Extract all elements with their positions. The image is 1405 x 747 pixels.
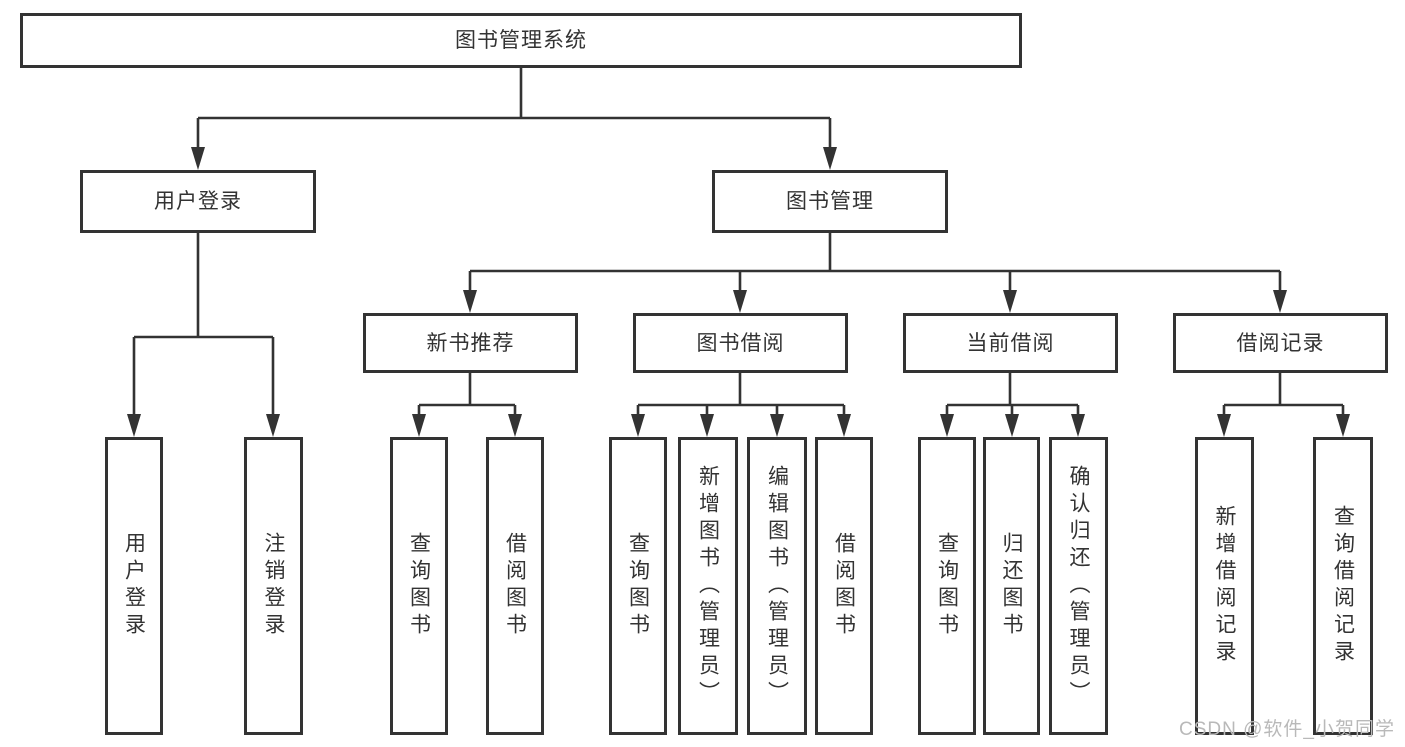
leaf-query-borrow-record: 查询借阅记录 [1313, 437, 1373, 735]
node-book-management: 图书管理 [712, 170, 948, 233]
watermark: CSDN @软件_小贺同学 [1179, 719, 1395, 740]
leaf-edit-book-admin: 编辑图书（管理员） [747, 437, 807, 735]
leaf-query-books-current: 查询图书 [918, 437, 976, 735]
leaf-add-borrow-record: 新增借阅记录 [1195, 437, 1254, 735]
leaf-borrow-books-recommend: 借阅图书 [486, 437, 544, 735]
leaf-confirm-return-admin: 确认归还（管理员） [1049, 437, 1108, 735]
leaf-query-books-recommend: 查询图书 [390, 437, 448, 735]
node-user-login: 用户登录 [80, 170, 316, 233]
node-borrowing-records: 借阅记录 [1173, 313, 1388, 373]
leaf-logout: 注销登录 [244, 437, 303, 735]
node-new-book-recommendation: 新书推荐 [363, 313, 578, 373]
node-book-borrowing: 图书借阅 [633, 313, 848, 373]
leaf-borrow-books-borrowing: 借阅图书 [815, 437, 873, 735]
leaf-user-login: 用户登录 [105, 437, 163, 735]
leaf-return-book: 归还图书 [983, 437, 1040, 735]
leaf-add-book-admin: 新增图书（管理员） [678, 437, 738, 735]
node-current-borrowing: 当前借阅 [903, 313, 1118, 373]
leaf-query-books-borrowing: 查询图书 [609, 437, 667, 735]
node-library-management-system: 图书管理系统 [20, 13, 1022, 68]
